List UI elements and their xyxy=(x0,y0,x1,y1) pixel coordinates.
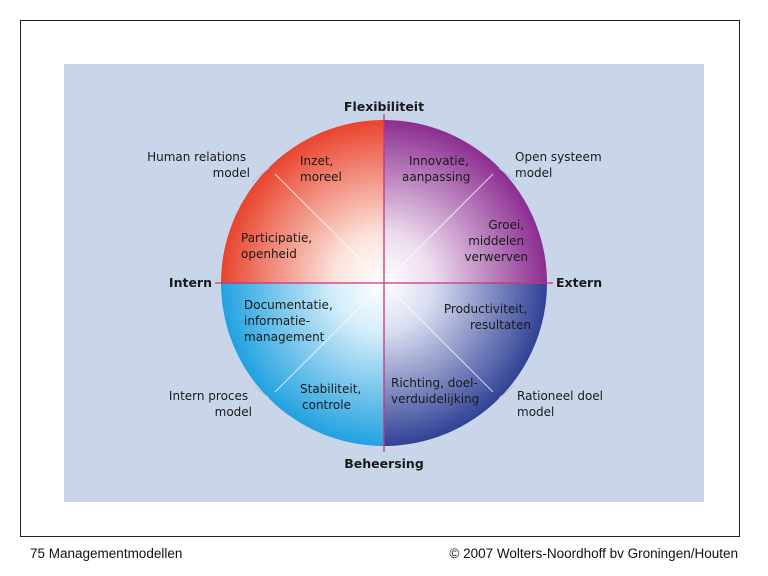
value-stabiliteit-controle: Stabiliteit, controle xyxy=(300,382,365,412)
leader-bottom-right xyxy=(498,385,515,399)
competing-values-diagram: Flexibiliteit Beheersing Intern Extern H… xyxy=(147,99,607,471)
axis-label-bottom: Beheersing xyxy=(344,456,424,471)
diagonal-bottom-right xyxy=(383,282,494,393)
footer-title: 75 Managementmodellen xyxy=(30,546,183,561)
leader-top-right xyxy=(498,167,517,183)
diagonal-top-left xyxy=(274,173,385,284)
axis-label-left: Intern xyxy=(169,275,212,290)
model-leader-lines xyxy=(251,167,517,399)
footer-copyright: © 2007 Wolters-Noordhoff bv Groningen/Ho… xyxy=(449,546,738,561)
leader-bottom-left xyxy=(253,385,270,399)
value-productiviteit: Productiviteit, resultaten xyxy=(444,302,531,332)
model-internal-process: Intern proces model xyxy=(169,389,252,419)
axis-label-right: Extern xyxy=(556,275,602,290)
value-documentatie: Documentatie, informatie- management xyxy=(244,298,337,344)
value-participatie-openheid: Participatie, openheid xyxy=(241,231,316,261)
diagonal-bottom-left xyxy=(274,282,385,393)
value-inzet-moreel: Inzet, moreel xyxy=(300,154,342,184)
value-richting-doel: Richting, doel- verduidelijking xyxy=(391,376,482,406)
model-rational-goal: Rationeel doel model xyxy=(517,389,607,419)
leader-top-left xyxy=(251,167,270,183)
model-human-relations: Human relations model xyxy=(147,150,250,180)
axis-label-top: Flexibiliteit xyxy=(344,99,424,114)
diagonal-lines xyxy=(274,173,494,393)
diagonal-top-right xyxy=(383,173,494,284)
value-innovatie-aanpassing: Innovatie, aanpassing xyxy=(402,154,473,184)
model-open-system: Open systeem model xyxy=(515,150,605,180)
value-groei-middelen: Groei, middelen verwerven xyxy=(464,218,528,264)
